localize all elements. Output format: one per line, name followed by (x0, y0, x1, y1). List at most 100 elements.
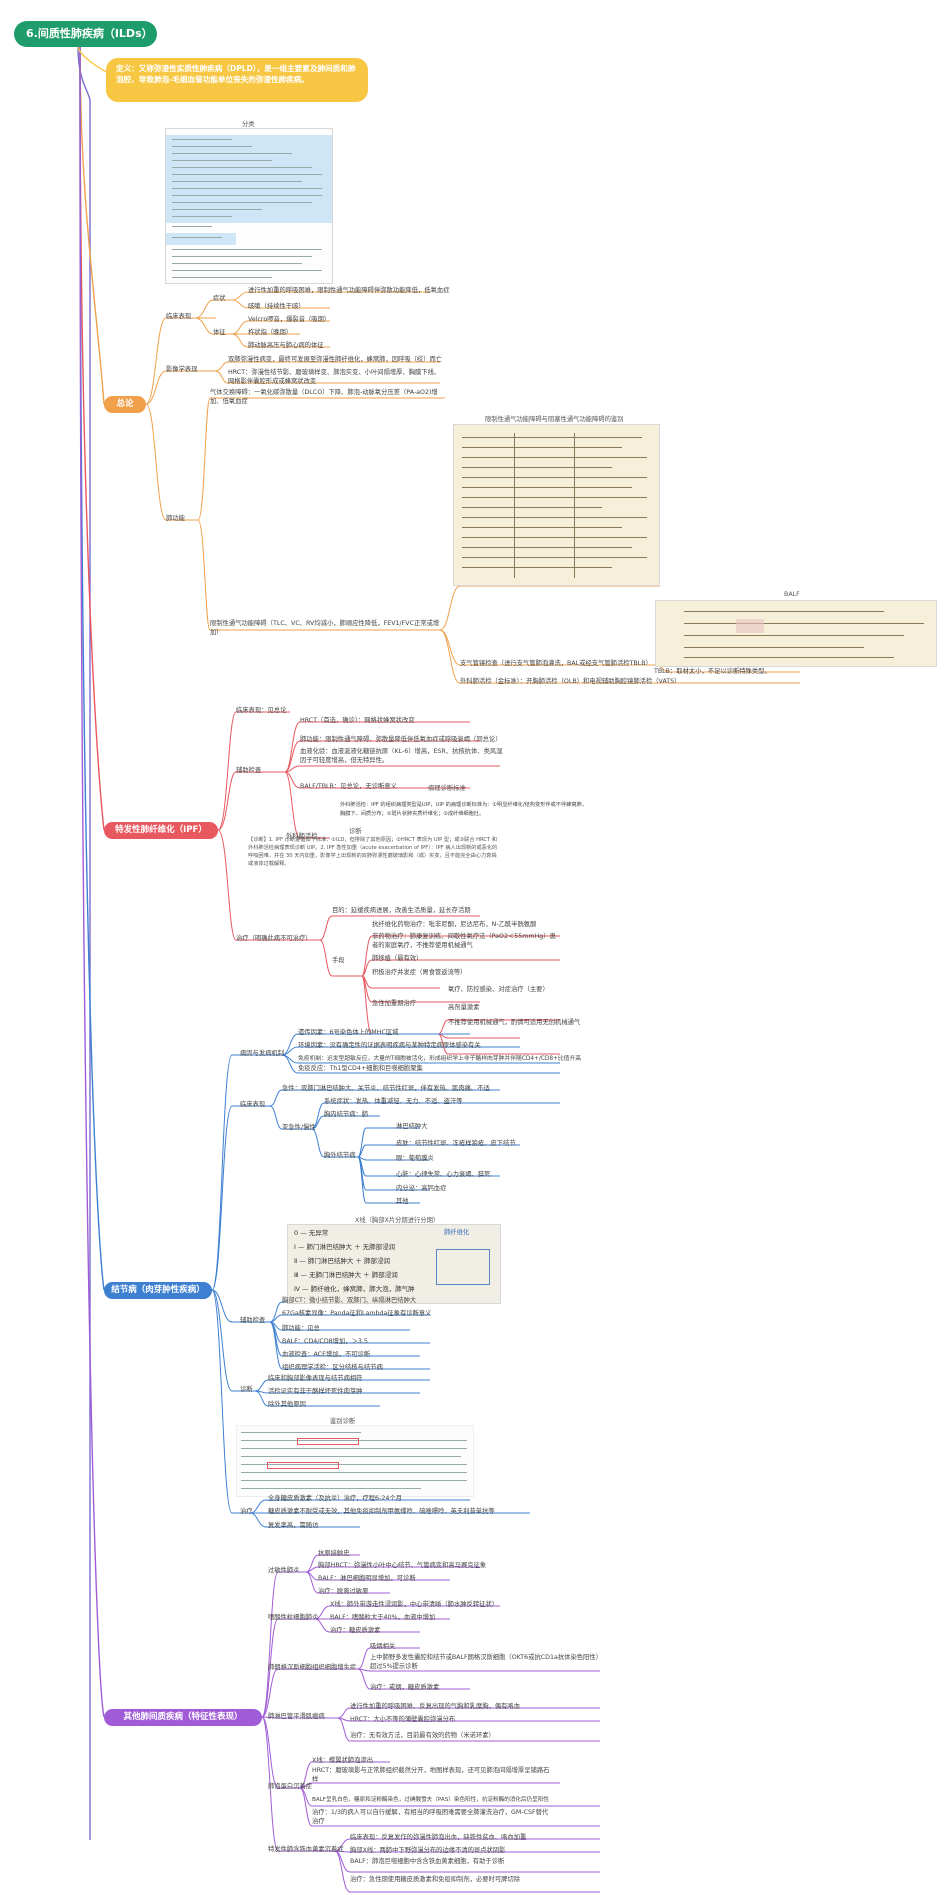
root-title[interactable]: 6.间质性肺疾病（ILDs） (14, 21, 157, 47)
idiopathic-hemosiderosis-label[interactable]: 特发性肺含铁血黄素沉着症 (268, 1846, 344, 1853)
sarcoid-systemic-text: 系统症状：发热、体重减轻、无力、不适、盗汗等 (324, 1098, 463, 1105)
ipf-means-item: 非药物治疗：肺康复训练、间歇性氧疗法（PaO2＜55mmHg）患者的家庭氧疗，不… (372, 933, 556, 949)
general-clinical-label[interactable]: 临床表现 (166, 313, 192, 320)
extrathoracic-item: 眼：葡萄膜炎 (396, 1155, 434, 1162)
sarcoid-cause-label[interactable]: 病因与发病机制 (240, 1050, 285, 1057)
surgical-biopsy-text: 外科肺活检（金标准）：开胸肺活检（OLB）和电视辅助胸腔镜肺活检（VATS） (460, 678, 681, 685)
ipf-acute-item: 高剂量激素 (448, 1004, 480, 1011)
pap-item: HRCT：磨玻璃影与正常肺组织截然分开，地图样表现，还可见肺泡间隔增厚呈铺路石样 (312, 1767, 550, 1783)
xray-note: 肺纤维化 (444, 1229, 470, 1236)
sarcoid-subacute-label[interactable]: 亚急性/慢性 (282, 1124, 316, 1131)
category-sarcoidosis[interactable]: 结节病（肉芽肿性疾病） (104, 1282, 212, 1299)
sarcoid-diagnosis-label[interactable]: 诊断 (240, 1386, 253, 1393)
ipf-acute-label[interactable]: 急性加重期治疗 (372, 1000, 417, 1007)
differential-text-image (236, 1425, 474, 1497)
lam-item: 进行性加重的呼吸困难、反复出现的气胸和乳糜胸，偶有咯血 (350, 1703, 521, 1710)
extrathoracic-item: 淋巴结肿大 (396, 1123, 428, 1130)
sign-label[interactable]: 体征 (213, 329, 226, 336)
xray-stage: 0 — 无异常 (294, 1229, 329, 1237)
ipf-acute-item: 氧疗、防控感染、对症治疗（主要） (448, 986, 549, 993)
sign-item: Velcro啰音，爆裂音（吸期） (248, 316, 331, 323)
sarcoid-treatment-item: 糖皮质激素不耐受或无效，其他免疫抑制剂甲氨蝶呤、硫唑嘌呤、英夫利昔单抗等 (268, 1508, 495, 1515)
ipf-treatment-goal: 目的：延缓疾病进展，改善生活质量，延长存活期 (332, 907, 471, 914)
lam-item: HRCT：大小不等的薄壁囊腔弥漫分布 (350, 1716, 456, 1723)
pap-label[interactable]: 肺泡蛋白沉着症 (268, 1783, 313, 1790)
lch-label[interactable]: 肺朗格汉斯细胞组织细胞增生症 (268, 1664, 357, 1671)
hp-item: 治疗：脱离过敏原 (318, 1588, 369, 1595)
differential-caption: 鉴别诊断 (330, 1418, 356, 1425)
sarcoid-treatment-label[interactable]: 治疗 (240, 1508, 253, 1515)
sarcoid-cause-item: 免疫反应：Th1型CD4+细胞和巨噬细胞聚集 (298, 1065, 423, 1072)
extrathoracic-item: 心脏：心律失常、心力衰竭、猝死 (396, 1171, 491, 1178)
hp-item: BALF：淋巴细胞明显增加，可诊断 (318, 1575, 416, 1582)
imaging-item: HRCT：弥漫性结节影、磨玻璃样变、肺泡实变、小叶间隔增厚、胸膜下线、网格影伴囊… (228, 369, 441, 385)
pft-restrictive-text: 限制性通气功能障碍（TLC、VC、RV均减小，肺顺应性降低，FEV1/FVC正常… (210, 620, 440, 636)
ipf-clinical-text: 临床表现：见总论 (236, 707, 287, 714)
hp-label[interactable]: 过敏性肺炎 (268, 1567, 300, 1574)
lch-item: 吸烟相关 (370, 1643, 396, 1650)
sarcoid-acute-text: 急性：双肺门淋巴结肿大、关节炎、结节性红斑，伴有发热、肌肉痛、不适 (282, 1085, 490, 1092)
hemosiderosis-item: 临床表现：反复发作的弥漫性肺泡出血，缺铁性贫血、咯血加重 (350, 1834, 527, 1841)
sarcoid-thoracic-text: 胸内结节病：肺 (324, 1111, 369, 1118)
eos-label[interactable]: 嗜酸性粒细胞肺炎 (268, 1614, 319, 1621)
xray-staging-caption: X线（胸部X片分期进行分期） (355, 1217, 440, 1224)
ipf-aux-item: 血液化验：血液涎液化糖链抗原（KL-6）增高，ESR、抗核抗体、类风湿因子可轻度… (300, 748, 503, 764)
sarcoid-aux-item: 组织病理学活检：区分结核与结节病 (282, 1364, 383, 1371)
extrathoracic-item: 其他 (396, 1198, 409, 1205)
sarcoid-diagnosis-item: 临床和胸部影像表现与结节病相符 (268, 1375, 363, 1382)
tblb-text: TBLB：取材太小，不足以诊断特殊类型。 (654, 668, 771, 675)
lam-item: 治疗：无有效方法，目前最有效的药物（米诺环素） (350, 1732, 495, 1739)
sarcoid-clinical-label[interactable]: 临床表现 (240, 1101, 266, 1108)
ipf-treatment-label[interactable]: 治疗（明确此病不可治疗） (236, 935, 312, 942)
sarcoid-cause-item: 遗传因素：6号染色体上的MHC区域 (298, 1029, 399, 1036)
pft-label[interactable]: 肺功能 (166, 515, 185, 522)
balf-caption: BALF (784, 591, 800, 598)
symptom-label[interactable]: 症状 (213, 295, 226, 302)
sarcoid-aux-label[interactable]: 辅助检查 (240, 1317, 266, 1324)
sign-item: 肺动脉高压与肺心病的体征 (248, 342, 324, 349)
ipf-means-label[interactable]: 手段 (332, 957, 345, 964)
pft-diffusion-text: 气体交换障碍：一氧化碳弥散量（DLCO）下降、肺泡-动脉氧分压差（PA-aO2)… (210, 389, 438, 405)
ipf-aux-item: HRCT（首选，确诊）：网格状蜂窝状改变 (300, 717, 415, 724)
sarcoid-diagnosis-item: 活检证实有非干酪样坏死性肉芽肿 (268, 1388, 363, 1395)
imaging-item: 双肺弥漫性病变，最终可发展至弥漫性肺纤维化，蜂窝肺，因呼吸（绞）而亡 (228, 356, 443, 363)
classification-caption: 分类 (242, 121, 255, 128)
hemosiderosis-item: 治疗：急性期使用糖皮质激素和免疫抑制剂，必要时可脾切除 (350, 1876, 521, 1883)
category-general[interactable]: 总论 (104, 396, 146, 413)
pft-table-caption: 限制性通气功能障碍与阻塞性通气功能障碍的鉴别 (485, 416, 624, 423)
lch-item: 治疗：戒烟，糖皮质激素 (370, 1684, 440, 1691)
ipf-means-item: 抗纤维化药物治疗：吡非尼酮，尼达尼布，N-乙酰半胱氨酸 (372, 921, 537, 928)
eos-item: X线：肺外带游走性浸润影，中心带清晰（肺水肿反转征状） (330, 1601, 499, 1608)
imaging-label[interactable]: 影像学表现 (166, 366, 198, 373)
hemosiderosis-item: 胸部X线：两肺中下野弥漫分布的边缘不清的斑点状阴影 (350, 1847, 506, 1854)
extrathoracic-item: 内分泌：高钙血症 (396, 1185, 447, 1192)
category-ipf[interactable]: 特发性肺纤维化（IPF） (104, 822, 218, 839)
hemosiderosis-item: BALF：肺泡巨噬细胞中含含铁血黄素细胞，有助于诊断 (350, 1858, 505, 1865)
sarcoid-cause-item: 环境因素：没有确定性的证据表明疾病与某种特定病原体感染有关 (298, 1042, 481, 1049)
sarcoid-treatment-item: 全身糖皮质激素（及抗炎）治疗，疗程6-24个月 (268, 1495, 402, 1502)
eos-item: 治疗：糖皮质激素 (330, 1627, 381, 1634)
ipf-surgery-label[interactable]: 外科肺活检 (286, 833, 318, 840)
ipf-pathology-text: 外科肺活检：IPF 的组织病理类型是UIP，UIP 的病理诊断标准为：①明显纤维… (340, 802, 587, 817)
ipf-aux-label[interactable]: 辅助检查 (236, 767, 262, 774)
sarcoid-diagnosis-item: 除外其他原因 (268, 1401, 306, 1408)
xray-stage: Ⅰ — 肺门淋巴结肿大 ＋ 无肺部浸润 (294, 1243, 396, 1251)
symptom-item: 咳嗽（持续性干咳） (248, 303, 305, 310)
balf-handwritten-note-image (655, 600, 937, 667)
ipf-means-item: 肺移植（最有效） (372, 955, 423, 962)
ipf-acute-item: 不推荐使用机械通气，酌情可适用无创机械通气 (448, 1019, 581, 1026)
lam-label[interactable]: 肺淋巴管平滑肌瘤病 (268, 1713, 325, 1720)
category-other-ild[interactable]: 其他肺间质疾病（特征性表现） (104, 1709, 262, 1726)
sarcoid-aux-item: BALF：CD4/CD8增加，＞3.5 (282, 1338, 368, 1345)
ipf-diagnosis-caption: 诊断 (349, 828, 362, 835)
sign-item: 杵状指（晚期） (248, 329, 293, 336)
xray-staging-image: 0 — 无异常 Ⅰ — 肺门淋巴结肿大 ＋ 无肺部浸润 Ⅱ — 肺门淋巴结肿大 … (287, 1224, 501, 1304)
ipf-means-item: 积极治疗并发症（胃食管返流等） (372, 969, 467, 976)
sarcoid-extrathoracic-label[interactable]: 胸外结节病 (324, 1152, 356, 1159)
pap-item: X线：蝶翼状肺泡渗出 (312, 1757, 373, 1764)
sarcoid-aux-item: 血液检查：ACE增加，不可诊断 (282, 1351, 371, 1358)
xray-stage: Ⅳ — 肺纤维化，蜂窝肺，肺大泡，肺气肿 (294, 1285, 415, 1293)
sarcoid-aux-item: 肺功能：见总 (282, 1325, 320, 1332)
sarcoid-aux-item: 胸部CT：微小结节影、双肺门、纵隔淋巴结肿大 (282, 1297, 417, 1304)
lch-item: 上中肺野多发性囊腔和结节或BALF朗格汉斯细胞（OKT6或抗CD1a抗体染色阳性… (370, 1654, 599, 1670)
